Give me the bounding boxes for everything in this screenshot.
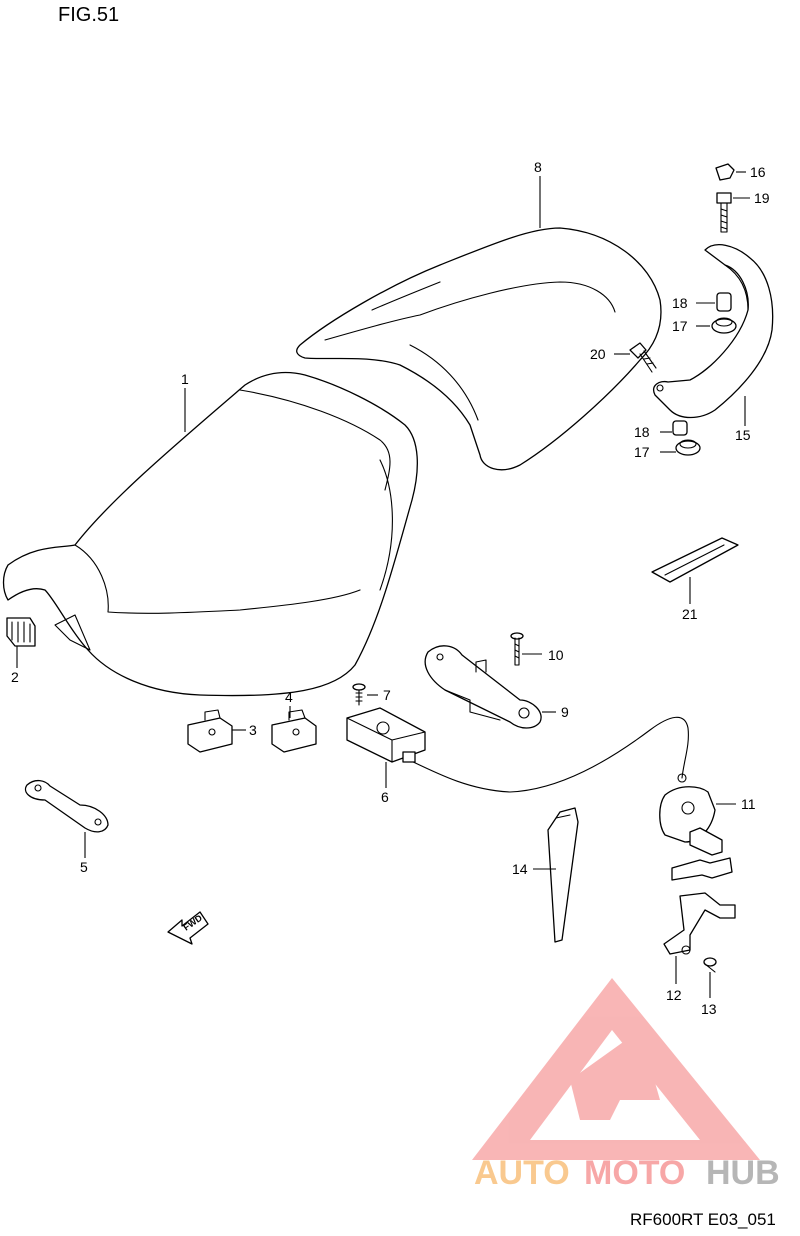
part-15-grab-rail <box>653 244 774 419</box>
watermark-hub: HUB <box>706 1154 780 1192</box>
label-part-18-lower: 18 <box>634 424 650 440</box>
part-8-rear-seat <box>296 227 662 471</box>
label-part-17-lower: 17 <box>634 444 650 460</box>
watermark-moto: MOTO <box>584 1154 685 1192</box>
part-18-collar-b <box>672 420 688 436</box>
label-part-8: 8 <box>534 159 542 175</box>
drawing-code: RF600RT E03_051 <box>630 1210 776 1229</box>
part-17-grommet-a <box>711 317 737 334</box>
part-13-screw <box>703 957 717 973</box>
leader-lines <box>16 171 750 998</box>
part-19-bolt <box>716 192 732 233</box>
label-part-14: 14 <box>512 861 528 877</box>
label-part-1: 1 <box>181 371 189 387</box>
part-4-cushion <box>271 709 317 753</box>
label-part-9: 9 <box>561 704 569 720</box>
label-part-10: 10 <box>548 647 564 663</box>
part-2-clip <box>6 617 36 647</box>
part-12-bracket <box>663 892 736 955</box>
part-21-pad <box>651 537 739 583</box>
label-part-13: 13 <box>701 1001 717 1017</box>
label-part-18-upper: 18 <box>672 295 688 311</box>
label-part-3: 3 <box>249 722 257 738</box>
label-part-2: 2 <box>11 669 19 685</box>
part-14-strap <box>547 807 579 943</box>
part-16-cap <box>715 163 735 181</box>
label-part-20: 20 <box>590 346 606 362</box>
label-part-16: 16 <box>750 164 766 180</box>
label-part-21: 21 <box>682 606 698 622</box>
label-part-6: 6 <box>381 789 389 805</box>
part-3-cushion <box>187 709 233 753</box>
part-5-bracket <box>24 779 109 833</box>
part-number-labels: 8 1 2 3 4 5 6 7 9 10 11 12 13 14 15 16 1… <box>11 159 770 1017</box>
label-part-4: 4 <box>285 689 293 705</box>
label-part-17-upper: 17 <box>672 318 688 334</box>
part-11-seat-lock <box>659 786 733 881</box>
fwd-arrow-icon: FWD <box>167 911 209 945</box>
part-6-seat-lock-cable <box>346 707 689 793</box>
watermark-logo <box>472 978 760 1160</box>
part-18-collar-a <box>716 292 732 312</box>
watermark-auto: AUTO <box>474 1154 570 1192</box>
part-7-screw <box>352 683 366 706</box>
label-part-7: 7 <box>383 687 391 703</box>
part-20-bolt <box>629 342 657 373</box>
label-part-12: 12 <box>666 987 682 1003</box>
label-part-15: 15 <box>735 427 751 443</box>
label-part-5: 5 <box>80 859 88 875</box>
part-1-front-seat <box>2 371 418 697</box>
label-part-11: 11 <box>741 796 756 812</box>
watermark-arrow <box>570 1030 660 1120</box>
part-17-grommet-b <box>675 439 701 456</box>
part-10-bolt <box>510 632 524 666</box>
watermark-text: AUTO MOTO HUB <box>474 1154 780 1192</box>
figure-title: FIG.51 <box>58 4 120 26</box>
label-part-19: 19 <box>754 190 770 206</box>
part-9-hinge <box>424 645 542 729</box>
